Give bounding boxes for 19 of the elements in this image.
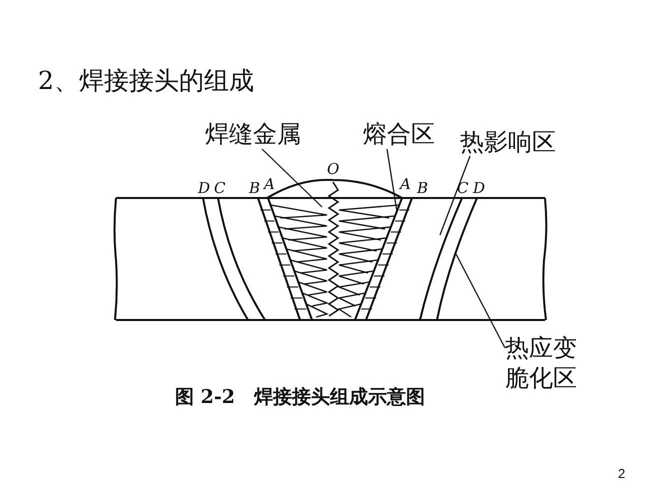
zone-label: 焊缝金属 (205, 118, 301, 150)
point-letter: B (249, 179, 260, 197)
point-letter: B (417, 179, 428, 197)
leader-line (439, 156, 471, 236)
point-letter: D (198, 179, 210, 197)
leader-line (262, 148, 322, 208)
point-letter: D (473, 179, 486, 197)
caption: 图 2-2 焊接接头组成示意图 (175, 385, 425, 410)
point-letter: A (400, 175, 411, 193)
leader-line (386, 148, 398, 212)
zone-label: 热应变脆化区 (505, 333, 583, 393)
point-letter: O (327, 160, 340, 178)
leader-line (455, 254, 506, 348)
zone-label: 熔合区 (363, 118, 435, 150)
zone-label: 热影响区 (460, 126, 556, 158)
page-number: 2 (618, 466, 626, 481)
point-letter: A (264, 175, 275, 193)
point-letter: C (214, 179, 226, 197)
title: 2、焊接接头的组成 (38, 65, 254, 97)
